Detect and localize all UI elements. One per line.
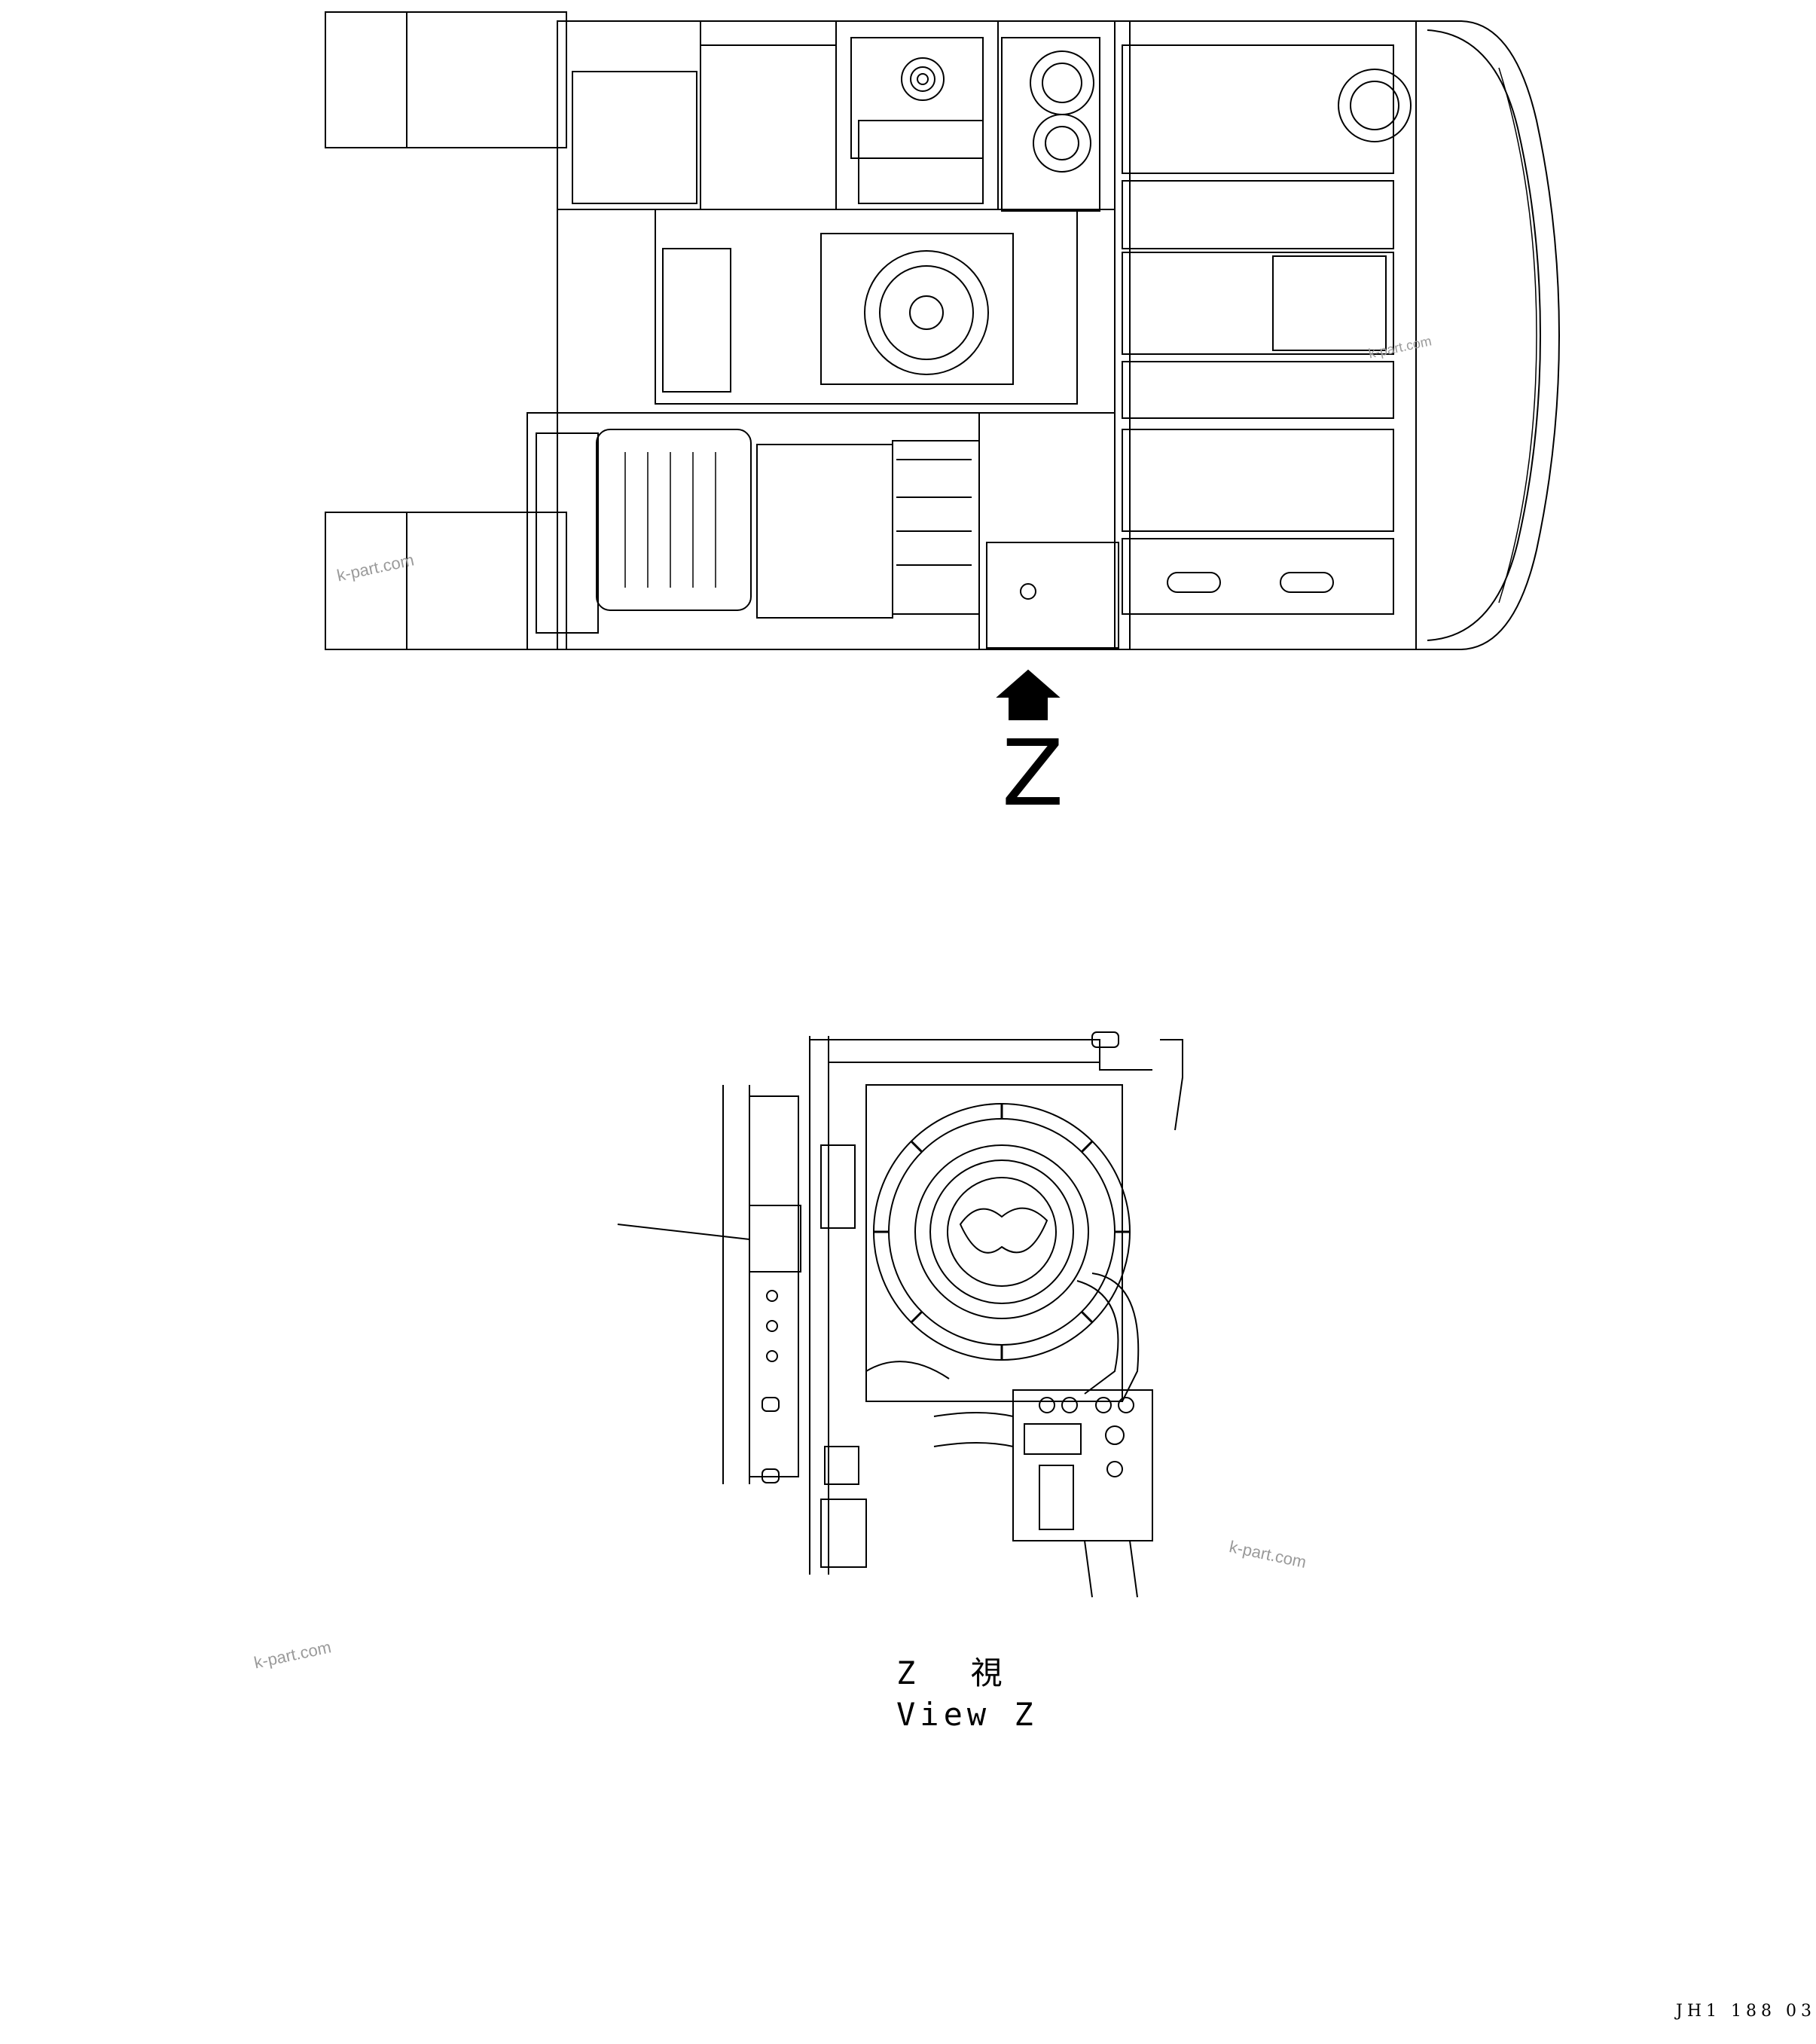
drawing-code: JH1 188 03 bbox=[1676, 2002, 1816, 2021]
leader-line bbox=[617, 1224, 750, 1240]
control-box bbox=[1012, 1389, 1153, 1541]
top-view bbox=[325, 11, 1561, 650]
view-z-arrow bbox=[996, 669, 1061, 720]
caption-english: View Z bbox=[896, 1696, 1038, 1733]
cab-nose bbox=[1416, 20, 1561, 650]
view-arrow-label: Z bbox=[1002, 722, 1064, 826]
left-box-bottom bbox=[325, 512, 567, 650]
view-z-detail bbox=[617, 1031, 1183, 1598]
left-box-top bbox=[325, 11, 567, 148]
caption-japanese: Z 視 bbox=[896, 1654, 1021, 1691]
